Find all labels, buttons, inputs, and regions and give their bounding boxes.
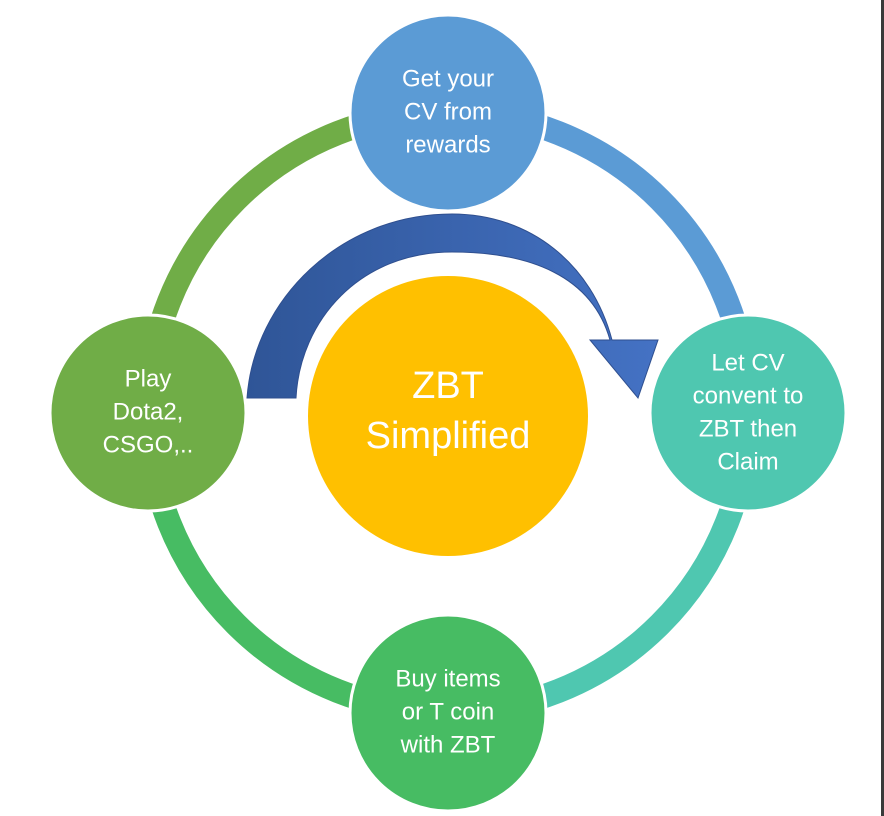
center-title-line-1: ZBT bbox=[412, 365, 484, 407]
node-left: Play Dota2, CSGO,.. bbox=[48, 313, 248, 513]
curved-arrow-icon bbox=[246, 213, 659, 400]
node-left-circle bbox=[48, 313, 248, 513]
node-left-line-3: CSGO,.. bbox=[103, 431, 194, 458]
node-left-line-1: Play bbox=[125, 365, 172, 392]
center-circle bbox=[308, 276, 588, 556]
node-right: Let CV convent to ZBT then Claim bbox=[648, 313, 848, 513]
node-left-line-2: Dota2, bbox=[113, 398, 184, 425]
node-right-line-2: convent to bbox=[693, 382, 804, 409]
node-top-line-3: rewards bbox=[405, 131, 490, 158]
node-right-line-1: Let CV bbox=[711, 349, 784, 376]
node-bottom: Buy items or T coin with ZBT bbox=[348, 613, 548, 813]
node-bottom-circle bbox=[348, 613, 548, 813]
node-bottom-line-1: Buy items bbox=[395, 665, 500, 692]
center-title-line-2: Simplified bbox=[366, 415, 531, 457]
node-right-circle bbox=[648, 313, 848, 513]
window-edge bbox=[881, 0, 884, 816]
center-node: ZBT Simplified bbox=[308, 276, 588, 556]
node-top-line-1: Get your bbox=[402, 65, 494, 92]
node-right-line-4: Claim bbox=[717, 448, 778, 475]
node-top-circle bbox=[348, 13, 548, 213]
node-bottom-line-2: or T coin bbox=[402, 698, 495, 725]
node-bottom-line-3: with ZBT bbox=[400, 731, 496, 758]
node-top-line-2: CV from bbox=[404, 98, 492, 125]
node-right-line-3: ZBT then bbox=[699, 415, 797, 442]
node-top: Get your CV from rewards bbox=[348, 13, 548, 213]
